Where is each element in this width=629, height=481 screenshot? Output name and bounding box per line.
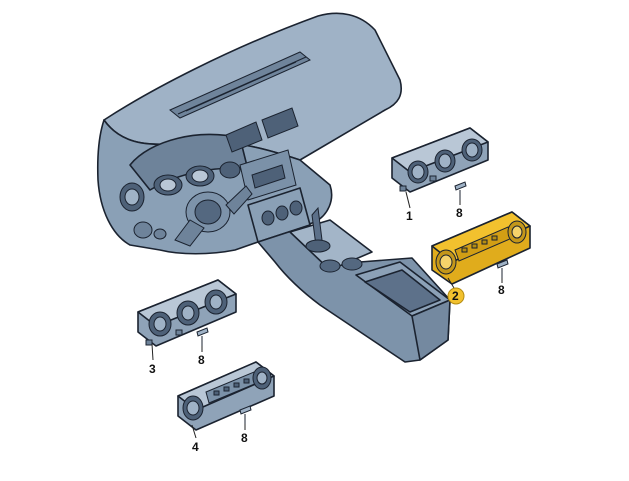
callout-8-panel-4: 8 [241, 431, 248, 445]
climate-control-panel-3 [137, 279, 237, 347]
callout-4: 4 [192, 440, 199, 454]
leader-lines [151, 191, 503, 439]
dashboard-illustration [96, 12, 451, 363]
screw-icon [454, 181, 467, 200]
climate-control-panel-1 [391, 127, 489, 193]
callout-3: 3 [149, 362, 156, 376]
callout-8-panel-1: 8 [456, 206, 463, 220]
callout-8-panel-2: 8 [498, 283, 505, 297]
screw-icon [196, 327, 209, 346]
screw-icon [496, 259, 509, 278]
climate-control-panel-4 [177, 361, 275, 431]
callout-8-panel-3: 8 [198, 353, 205, 367]
screw-icon [239, 405, 252, 424]
callout-2: 2 [452, 289, 459, 303]
climate-control-panel-2-highlighted [431, 211, 531, 285]
callout-2-highlight [447, 287, 465, 305]
callout-1: 1 [406, 209, 413, 223]
